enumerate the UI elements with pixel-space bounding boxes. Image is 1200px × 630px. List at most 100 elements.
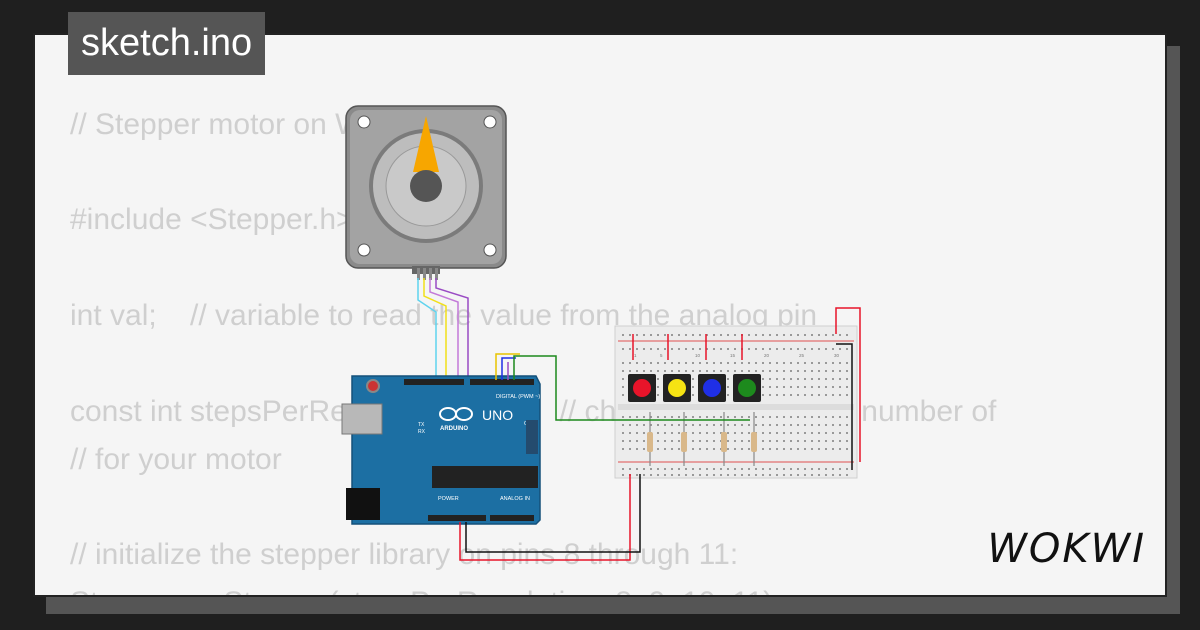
breadboard-hole [832, 440, 834, 442]
breadboard-hole [643, 370, 645, 372]
breadboard-hole [741, 370, 743, 372]
breadboard-hole [846, 468, 848, 470]
breadboard-hole [622, 348, 624, 350]
breadboard-hole [713, 440, 715, 442]
breadboard-hole [804, 386, 806, 388]
preview-card: // Stepper motor on Wokwi! #include <Ste… [33, 33, 1167, 597]
breadboard-hole [811, 448, 813, 450]
sketch-title[interactable]: sketch.ino [68, 12, 266, 75]
breadboard-hole [713, 416, 715, 418]
breadboard-hole [811, 362, 813, 364]
breadboard-hole [727, 378, 729, 380]
breadboard-hole [846, 394, 848, 396]
breadboard-hole [657, 394, 659, 396]
breadboard-hole [671, 474, 673, 476]
breadboard-hole [776, 386, 778, 388]
breadboard-hole [818, 474, 820, 476]
breadboard-hole [643, 362, 645, 364]
breadboard-hole [832, 370, 834, 372]
breadboard-hole [804, 394, 806, 396]
pushbutton-green[interactable] [733, 374, 761, 402]
breadboard-hole [818, 378, 820, 380]
breadboard-hole [748, 474, 750, 476]
breadboard-hole [678, 334, 680, 336]
breadboard-hole [734, 370, 736, 372]
breadboard-hole [846, 416, 848, 418]
breadboard-hole [727, 348, 729, 350]
breadboard-hole [804, 474, 806, 476]
breadboard-hole [825, 394, 827, 396]
breadboard-hole [762, 424, 764, 426]
breadboard-hole [727, 448, 729, 450]
breadboard-hole [741, 362, 743, 364]
power-label: POWER [438, 496, 459, 502]
breadboard-hole [706, 424, 708, 426]
breadboard-hole [797, 348, 799, 350]
breadboard-hole [818, 386, 820, 388]
breadboard-hole [783, 386, 785, 388]
breadboard-hole [804, 440, 806, 442]
breadboard-hole [790, 386, 792, 388]
breadboard-hole [622, 394, 624, 396]
breadboard-hole [692, 378, 694, 380]
breadboard-hole [727, 416, 729, 418]
breadboard-hole [846, 378, 848, 380]
breadboard-hole [762, 386, 764, 388]
breadboard-hole [783, 370, 785, 372]
breadboard-hole [727, 474, 729, 476]
breadboard-hole [748, 370, 750, 372]
breadboard-hole [825, 348, 827, 350]
breadboard-hole [832, 474, 834, 476]
breadboard-hole [797, 386, 799, 388]
breadboard-hole [832, 448, 834, 450]
breadboard-hole [811, 348, 813, 350]
breadboard-hole [734, 424, 736, 426]
breadboard-hole [748, 468, 750, 470]
breadboard-hole [678, 348, 680, 350]
breadboard-hole [629, 370, 631, 372]
breadboard-hole [748, 334, 750, 336]
breadboard-hole [790, 378, 792, 380]
breadboard-hole [734, 440, 736, 442]
stepper-motor[interactable] [345, 105, 507, 280]
breadboard-hole [657, 424, 659, 426]
breadboard-hole [713, 424, 715, 426]
breadboard-hole [727, 424, 729, 426]
arduino-uno[interactable]: DIGITAL (PWM ~) UNO ARDUINO TX RX ON POW… [341, 375, 541, 525]
breadboard-hole [713, 474, 715, 476]
breadboard-hole [727, 432, 729, 434]
breadboard-hole [804, 348, 806, 350]
breadboard-hole [818, 362, 820, 364]
breadboard-hole [846, 348, 848, 350]
breadboard-hole [713, 370, 715, 372]
breadboard-hole [741, 424, 743, 426]
breadboard-hole [643, 416, 645, 418]
breadboard-hole [720, 474, 722, 476]
breadboard-hole [776, 348, 778, 350]
breadboard-hole [720, 370, 722, 372]
breadboard-hole [664, 468, 666, 470]
breadboard-hole [748, 448, 750, 450]
breadboard-hole [762, 448, 764, 450]
pushbutton-yellow[interactable] [663, 374, 691, 402]
breadboard-hole [839, 362, 841, 364]
breadboard-hole [790, 416, 792, 418]
pushbutton-red[interactable] [628, 374, 656, 402]
breadboard-hole [790, 334, 792, 336]
breadboard-hole [699, 432, 701, 434]
reset-button-icon[interactable] [366, 379, 380, 393]
breadboard-hole [636, 424, 638, 426]
breadboard-hole [657, 440, 659, 442]
breadboard-hole [804, 432, 806, 434]
breadboard-hole [790, 448, 792, 450]
breadboard-hole [776, 334, 778, 336]
breadboard-hole [622, 362, 624, 364]
pushbutton-blue[interactable] [698, 374, 726, 402]
breadboard-hole [713, 348, 715, 350]
breadboard-hole [636, 448, 638, 450]
breadboard-hole [734, 416, 736, 418]
breadboard-hole [748, 424, 750, 426]
breadboard-hole [825, 362, 827, 364]
breadboard-hole [622, 468, 624, 470]
